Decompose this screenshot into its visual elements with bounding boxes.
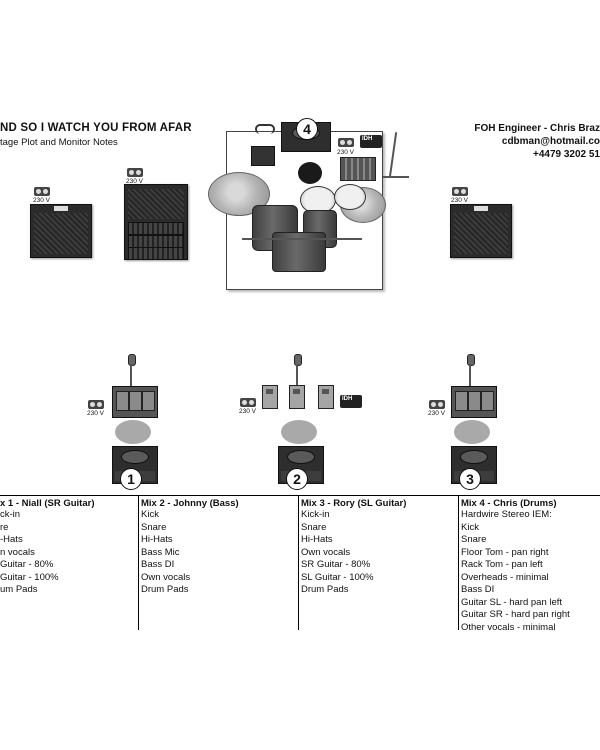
document-subtitle: tage Plot and Monitor Notes <box>0 137 118 148</box>
sl-guitar-amp-icon <box>450 204 512 258</box>
mix-1-item: re <box>0 521 9 533</box>
monitor-number-3: 3 <box>459 468 481 490</box>
mix-4-item: Guitar SR - hard pan right <box>461 609 570 620</box>
mix-2-title: Mix 2 - Johnny (Bass) <box>141 498 239 509</box>
mix-2-item: Drum Pads <box>141 584 189 595</box>
mix-1-item: n vocals <box>0 546 35 558</box>
voltage-position-1: 230 V <box>87 410 104 417</box>
mix-4-item: Kick <box>461 521 479 533</box>
stand-leg-icon <box>383 176 409 178</box>
voltage-position-3: 230 V <box>428 410 445 417</box>
mix-4-item: Other vocals - minimal <box>461 621 556 633</box>
mix-1-item: ck-in <box>0 509 21 520</box>
mix-3-item: Hi-Hats <box>301 534 333 545</box>
mic-stand-2-icon <box>296 364 298 386</box>
voltage-sr-amp: 230 V <box>33 197 50 204</box>
drum-voltage-label: 230 V <box>337 149 354 156</box>
outlet-position-2-icon <box>240 398 256 407</box>
mix-2-item: Own vocals <box>141 571 191 583</box>
mix-4-column: Mix 4 - Chris (Drums) Hardwire Stereo IE… <box>461 498 570 634</box>
drum-throne-icon <box>298 162 322 184</box>
mix-3-column: Mix 3 - Rory (SL Guitar) Kick-in Snare H… <box>301 498 406 597</box>
bass-pedal-2-icon <box>289 385 305 409</box>
drum-power-outlet-icon <box>338 138 354 147</box>
mix-column-divider-1 <box>138 495 139 630</box>
mix-4-item: Snare <box>461 534 487 545</box>
mic-stand-3-icon <box>469 364 471 386</box>
bass-amp-stack-icon <box>124 184 188 260</box>
monitor-number-2: 2 <box>286 468 308 490</box>
mix-2-item: Hi-Hats <box>141 534 173 545</box>
drum-di-box-icon: IDH <box>360 135 382 148</box>
mix-4-item: Bass DI <box>461 584 495 595</box>
foh-phone: +4479 3202 51 <box>532 149 600 160</box>
mic-clip-icon <box>255 124 275 134</box>
bass-di-label: IDH <box>342 396 353 402</box>
mix-2-item: Bass Mic <box>141 546 180 558</box>
cymbal-stand-icon <box>388 132 398 178</box>
outlet-sr-amp-icon <box>34 187 50 196</box>
mix-3-item: Own vocals <box>301 546 351 558</box>
mix-2-item: Bass DI <box>141 559 175 570</box>
mix-4-item: Floor Tom - pan right <box>461 546 549 558</box>
mix-column-divider-3 <box>458 495 459 630</box>
mix-4-item: Guitar SL - hard pan left <box>461 596 563 608</box>
pedalboard-3-icon <box>451 386 497 418</box>
foh-email: cdbman@hotmail.co <box>501 136 600 147</box>
monitor-number-4: 4 <box>296 118 318 140</box>
mix-1-item: Guitar - 100% <box>0 571 59 583</box>
foh-engineer: FOH Engineer - Chris Braz <box>474 123 600 134</box>
mix-3-item: SR Guitar - 80% <box>301 559 371 570</box>
in-ear-receiver-icon <box>251 146 275 166</box>
outlet-sl-amp-icon <box>452 187 468 196</box>
mix-1-item: um Pads <box>0 584 38 595</box>
hihat-icon <box>334 184 366 210</box>
mix-3-item: Snare <box>301 521 327 533</box>
mix-4-title: Mix 4 - Chris (Drums) <box>461 498 557 509</box>
outlet-bass-amp-icon <box>127 168 143 177</box>
mix-4-item: Overheads - minimal <box>461 571 549 583</box>
voltage-position-2: 230 V <box>239 408 256 415</box>
vocal-mic-1-icon <box>128 354 136 366</box>
mix-2-item: Snare <box>141 521 167 533</box>
drum-di-label: IDH <box>362 136 373 142</box>
bass-di-box-icon: IDH <box>340 395 362 408</box>
mix-2-column: Mix 2 - Johnny (Bass) Kick Snare Hi-Hats… <box>141 498 239 597</box>
monitor-number-1: 1 <box>120 468 142 490</box>
mix-3-item: Drum Pads <box>301 584 349 595</box>
mix-4-item: Hardwire Stereo IEM: <box>461 509 552 520</box>
pedalboard-1-icon <box>112 386 158 418</box>
voltage-sl-amp: 230 V <box>451 197 468 204</box>
mix-3-item: Kick-in <box>301 509 330 520</box>
mix-1-item: -Hats <box>0 534 23 545</box>
mic-stand-1-icon <box>130 364 132 386</box>
mix-3-item: SL Guitar - 100% <box>301 571 374 583</box>
mix-column-divider-2 <box>298 495 299 630</box>
mix-2-item: Kick <box>141 509 159 520</box>
mix-table-top-border <box>0 495 600 496</box>
performer-position-2-icon <box>281 420 317 444</box>
performer-position-1-icon <box>115 420 151 444</box>
vocal-mic-2-icon <box>294 354 302 366</box>
band-title: ND SO I WATCH YOU FROM AFAR <box>0 122 192 134</box>
mix-3-title: Mix 3 - Rory (SL Guitar) <box>301 498 407 509</box>
mix-1-title: x 1 - Niall (SR Guitar) <box>0 498 95 509</box>
bass-pedal-3-icon <box>318 385 334 409</box>
vocal-mic-3-icon <box>467 354 475 366</box>
sr-guitar-amp-icon <box>30 204 92 258</box>
drum-hardware-icon <box>242 238 362 240</box>
drum-pad-icon <box>340 157 376 181</box>
mix-4-item: Rack Tom - pan left <box>461 559 543 570</box>
mix-1-column: x 1 - Niall (SR Guitar) ck-in re -Hats n… <box>0 498 95 597</box>
mix-1-item: Guitar - 80% <box>0 559 54 570</box>
voltage-bass-amp: 230 V <box>126 178 143 185</box>
outlet-position-3-icon <box>429 400 445 409</box>
outlet-position-1-icon <box>88 400 104 409</box>
bass-pedal-1-icon <box>262 385 278 409</box>
performer-position-3-icon <box>454 420 490 444</box>
